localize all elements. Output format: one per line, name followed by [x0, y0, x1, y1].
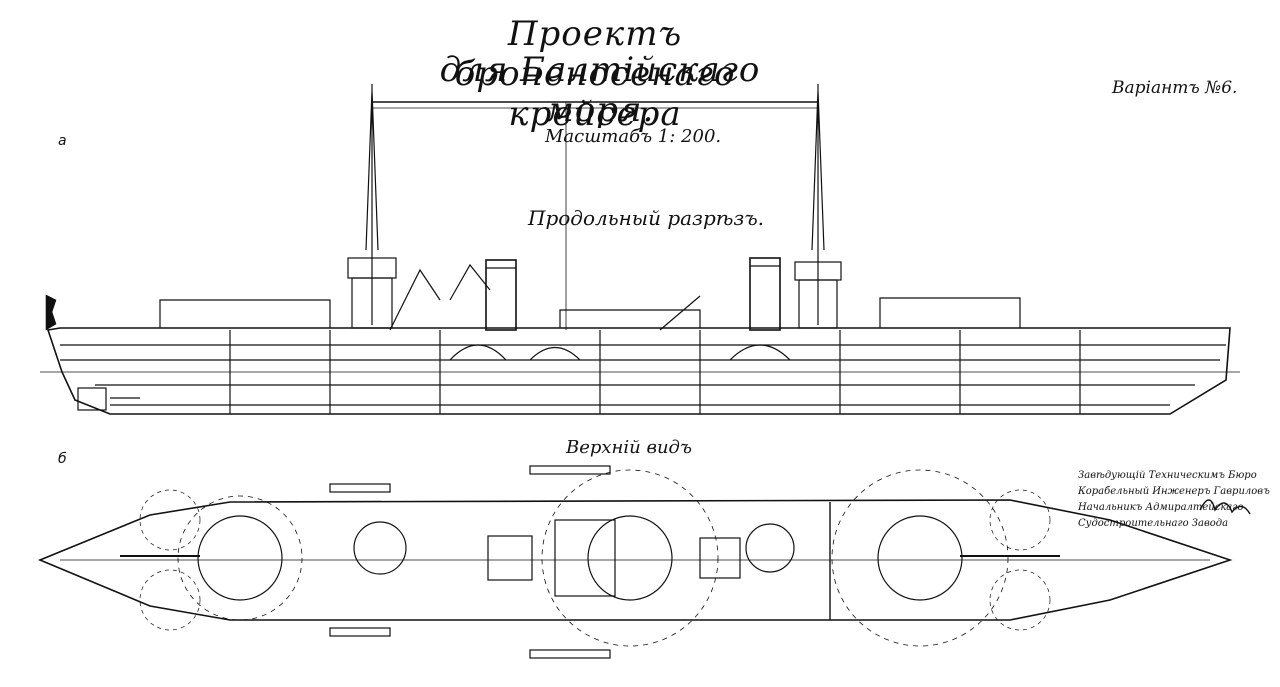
top-view-drawing — [37, 465, 1233, 659]
drawing-title-line2: для Балтійскаго моря. — [439, 50, 761, 130]
signature-line-2: Корабельный Инженеръ Гавриловъ — [1078, 486, 1270, 497]
signature-line-3: Начальникъ Адмиралтейскаго — [1078, 502, 1244, 513]
signature-line-1: Завѣдующій Техническимъ Бюро — [1078, 470, 1257, 481]
signature-line-4: Судостроительнаго Завода — [1078, 518, 1229, 529]
scale-label: Масштабъ 1: 200. — [545, 126, 722, 147]
longitudinal-section-title: Продольный разрѣзъ. — [528, 206, 765, 230]
side-profile-drawing — [40, 84, 1240, 415]
variant-label: Варіантъ №6. — [1112, 78, 1238, 98]
signature-scribble — [1199, 499, 1251, 515]
panel-label-b: б — [58, 451, 67, 467]
top-view-title: Верхній видъ — [566, 437, 692, 458]
panel-label-a: а — [58, 133, 67, 149]
drawing-title-line1: Проектъ броненосенаго крейсера — [454, 14, 736, 134]
